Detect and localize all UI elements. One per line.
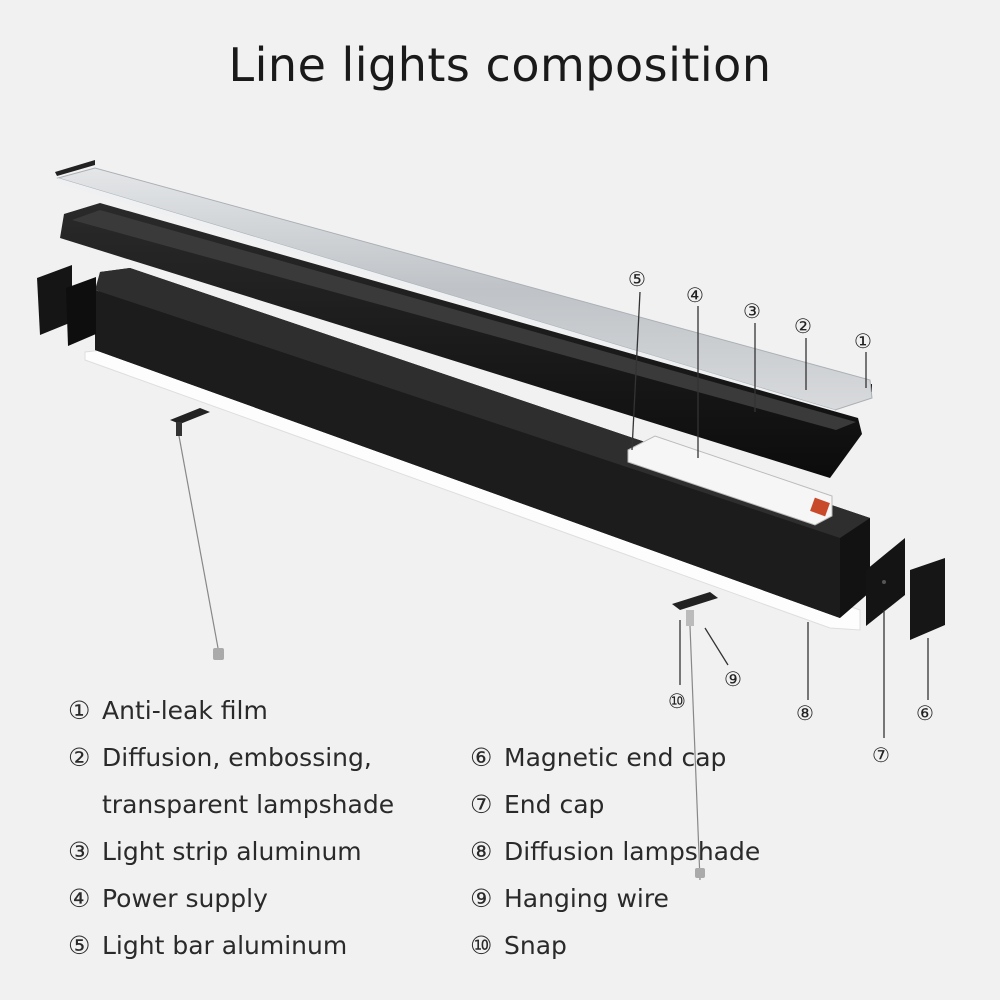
power-supply — [627, 435, 833, 526]
light-strip-aluminum — [60, 203, 862, 478]
legend-left-item: transparent lampshade — [102, 790, 395, 819]
callout-1: ① — [854, 329, 872, 353]
leader-lines — [631, 291, 929, 738]
end-cap — [866, 538, 905, 626]
callout-2: ② — [794, 314, 812, 338]
callout-10: ⑩ — [668, 689, 686, 713]
callout-4: ④ — [686, 283, 704, 307]
callout-3: ③ — [743, 299, 761, 323]
hanging-wire-right — [672, 592, 718, 881]
transparent-lampshade — [56, 167, 873, 414]
magnetic-end-cap — [910, 558, 945, 640]
left-end-caps — [37, 265, 96, 346]
callout-6: ⑥ — [916, 701, 934, 725]
callout-9: ⑨ — [724, 667, 742, 691]
callout-8: ⑧ — [796, 701, 814, 725]
callout-5: ⑤ — [628, 267, 646, 291]
hanging-wire-left — [170, 408, 224, 660]
callout-7: ⑦ — [872, 743, 890, 767]
page-title: Line lights composition — [228, 38, 772, 92]
